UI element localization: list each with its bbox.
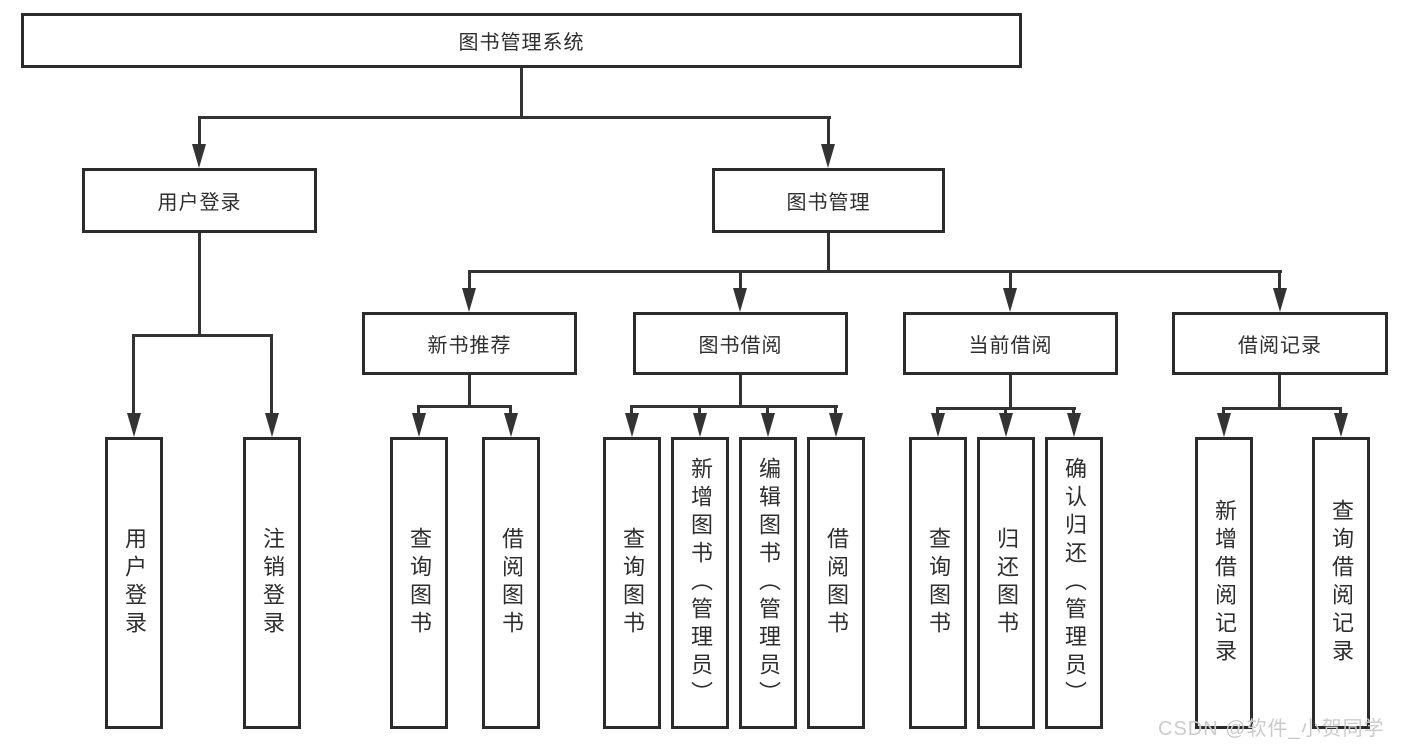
leaf-query-borrow-record-label: 查询借阅记录 [1329, 499, 1354, 667]
leaf-query-book-1: 查询图书 [390, 437, 448, 729]
connector-line [1004, 407, 1007, 415]
leaf-confirm-return-admin-label: 确认归还（管理员） [1062, 457, 1087, 709]
leaf-query-book-3-label: 查询图书 [926, 527, 951, 639]
connector-line [509, 405, 512, 415]
leaf-edit-book-admin: 编辑图书（管理员） [739, 437, 797, 729]
connector-line [827, 116, 830, 146]
connector-line [417, 405, 511, 408]
connector-line [468, 270, 471, 290]
connector-line [827, 233, 830, 270]
connector-line [198, 116, 201, 146]
connector-arrowhead [999, 413, 1013, 437]
connector-line [1072, 407, 1075, 415]
leaf-user-login-label: 用户登录 [122, 527, 147, 639]
node-root: 图书管理系统 [21, 13, 1022, 68]
node-new-book-recommend: 新书推荐 [362, 312, 577, 375]
connector-arrowhead [829, 413, 843, 437]
connector-arrowhead [1217, 413, 1231, 437]
leaf-borrow-book-1: 借阅图书 [482, 437, 540, 729]
node-user-login: 用户登录 [82, 168, 317, 233]
node-book-management: 图书管理 [712, 168, 945, 233]
connector-line [1009, 270, 1012, 290]
connector-line [698, 405, 701, 415]
leaf-borrow-book-1-label: 借阅图书 [499, 527, 524, 639]
connector-line [198, 116, 831, 119]
connector-arrowhead [693, 413, 707, 437]
connector-line [468, 270, 1282, 273]
leaf-add-borrow-record: 新增借阅记录 [1195, 437, 1253, 729]
csdn-watermark: CSDN @软件_小贺同学 [1158, 718, 1385, 740]
node-book-borrow: 图书借阅 [633, 312, 848, 375]
connector-arrowhead [1067, 413, 1081, 437]
node-current-borrow-label: 当前借阅 [968, 335, 1053, 357]
node-current-borrow: 当前借阅 [903, 312, 1118, 375]
connector-line [468, 375, 471, 405]
leaf-add-book-admin: 新增图书（管理员） [671, 437, 729, 729]
connector-line [1009, 375, 1012, 409]
connector-arrowhead [733, 288, 747, 312]
leaf-add-book-admin-label: 新增图书（管理员） [688, 457, 713, 709]
leaf-query-book-3: 查询图书 [909, 437, 967, 729]
connector-line [417, 405, 420, 415]
leaf-query-borrow-record: 查询借阅记录 [1312, 437, 1370, 729]
connector-line [739, 270, 742, 290]
connector-line [1278, 375, 1281, 409]
connector-arrowhead [1334, 413, 1348, 437]
leaf-add-borrow-record-label: 新增借阅记录 [1212, 499, 1237, 667]
connector-arrowhead [821, 144, 835, 168]
connector-line [520, 68, 523, 116]
connector-arrowhead [412, 413, 426, 437]
leaf-query-book-1-label: 查询图书 [407, 527, 432, 639]
connector-line [132, 334, 135, 413]
connector-line [630, 405, 838, 408]
leaf-user-login: 用户登录 [105, 437, 163, 729]
connector-line [270, 334, 273, 413]
node-root-label: 图书管理系统 [458, 32, 585, 54]
connector-line [1339, 407, 1342, 415]
leaf-borrow-book-2-label: 借阅图书 [824, 527, 849, 639]
connector-arrowhead [504, 413, 518, 437]
node-borrow-record: 借阅记录 [1172, 312, 1388, 375]
node-new-book-recommend-label: 新书推荐 [427, 335, 512, 357]
connector-arrowhead [625, 413, 639, 437]
connector-line [834, 405, 837, 415]
connector-arrowhead [761, 413, 775, 437]
connector-line [766, 405, 769, 415]
leaf-query-book-2: 查询图书 [603, 437, 661, 729]
leaf-borrow-book-2: 借阅图书 [807, 437, 865, 729]
node-user-login-label: 用户登录 [157, 192, 242, 214]
connector-line [1278, 270, 1281, 290]
connector-arrowhead [265, 413, 279, 437]
leaf-edit-book-admin-label: 编辑图书（管理员） [756, 457, 781, 709]
connector-line [630, 405, 633, 415]
connector-arrowhead [192, 144, 206, 168]
connector-line [1222, 407, 1342, 410]
leaf-return-book: 归还图书 [977, 437, 1035, 729]
connector-arrowhead [127, 413, 141, 437]
leaf-return-book-label: 归还图书 [994, 527, 1019, 639]
leaf-query-book-2-label: 查询图书 [620, 527, 645, 639]
connector-line [936, 407, 939, 415]
leaf-logout: 注销登录 [243, 437, 301, 729]
node-book-management-label: 图书管理 [786, 192, 871, 214]
connector-line [132, 334, 273, 337]
node-book-borrow-label: 图书借阅 [698, 335, 783, 357]
connector-arrowhead [1273, 288, 1287, 312]
node-borrow-record-label: 借阅记录 [1238, 335, 1322, 357]
connector-line [1222, 407, 1225, 415]
leaf-confirm-return-admin: 确认归还（管理员） [1045, 437, 1103, 729]
connector-line [198, 233, 201, 334]
connector-arrowhead [462, 288, 476, 312]
connector-arrowhead [1003, 288, 1017, 312]
leaf-logout-label: 注销登录 [260, 527, 285, 639]
connector-arrowhead [931, 413, 945, 437]
connector-line [739, 375, 742, 405]
